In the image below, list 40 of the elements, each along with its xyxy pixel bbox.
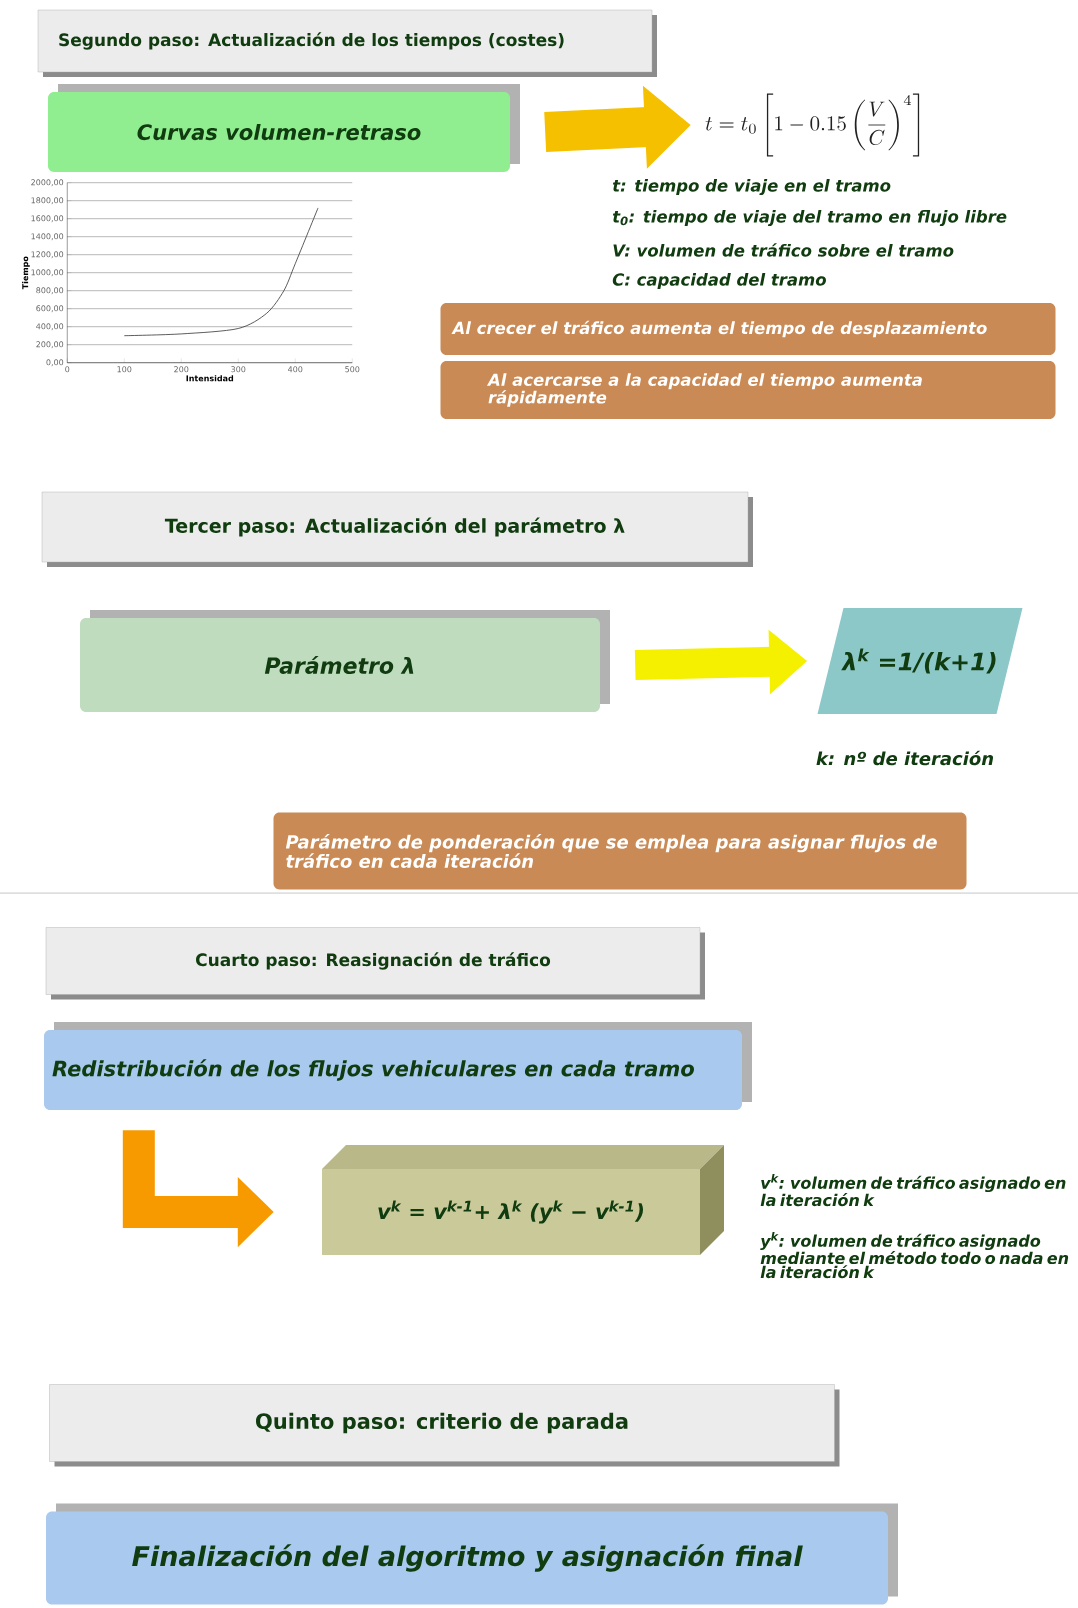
note-box: Al acercarse a la capacidad el tiempo aumenta rápidamente [440,361,1056,419]
y-tick-label: 200,00 [36,341,64,349]
process-box: Curvas volumen-retraso [48,84,520,172]
step-header-box: Cuarto paso: Reasignación de tráfico [45,927,705,1000]
definition-text: t: tiempo de viaje en el tramo [612,178,891,196]
step-header-box: Tercer paso: Actualización del parámetro λ [41,491,753,567]
y-tick-label: 600,00 [36,305,64,313]
x-tick-label: 300 [231,366,246,373]
y-axis-title: Tiempo [22,256,30,290]
x-tick-label: 200 [174,366,189,373]
y-tick-label: 800,00 [36,287,64,295]
process-box: Redistribución de los flujos vehiculares en cada tramo [44,1022,752,1110]
formula-block: v$^{k}$ = v$^{k-1}$+ λ$^{k}$ (y$^{k}$ − v$^{k-1}$) [322,1145,724,1255]
step-header-box: Segundo paso: Actualización de los tiempos (costes) [37,9,657,77]
process-box: Parámetro λ [80,610,610,712]
note-box: Parámetro de ponderación que se emplea para asignar flujos de tráfico en cada iteración [273,812,967,890]
y-tick-label: 1600,00 [31,215,64,223]
x-tick-label: 0 [65,366,70,373]
y-tick-label: 1200,00 [31,251,64,259]
step-header-box: Quinto paso: criterio de parada [49,1384,840,1467]
y-tick-label: 1000,00 [31,269,64,277]
y-tick-label: 2000,00 [31,179,64,187]
caption-text: k: nº de iteración [816,750,994,766]
x-tick-label: 100 [117,366,132,373]
definition-text: t$_{0}$: tiempo de viaje del tramo en flujo libre [612,209,1007,227]
y-tick-label: 1400,00 [31,233,64,241]
x-tick-label: 400 [288,366,303,373]
formula: $t = t_0\left[1 - 0.15\left(\frac{V}{C}\right)^{4}\right]$ [705,93,920,157]
x-tick-label: 500 [345,366,360,373]
formula-parallelogram: λ$^{k}$ =1/(k+1) [817,608,1023,714]
y-tick-label: 1800,00 [31,197,64,205]
note-box: Al crecer el tráfico aumenta el tiempo de desplazamiento [440,303,1056,355]
caption-text: y$^{k}$: volumen de tráfico asignado mediante el método todo o nada en la iteración k [760,1231,1069,1279]
y-tick-label: 0,00 [46,359,64,367]
x-axis-title: Intensidad [186,375,234,382]
y-tick-label: 400,00 [36,323,64,331]
process-box: Finalización del algoritmo y asignación final [46,1503,898,1605]
caption-text: v$^{k}$: volumen de tráfico asignado en la iteración k [760,1173,1066,1207]
definition-text: V: volumen de tráfico sobre el tramo [613,243,954,257]
line-series [123,207,319,337]
